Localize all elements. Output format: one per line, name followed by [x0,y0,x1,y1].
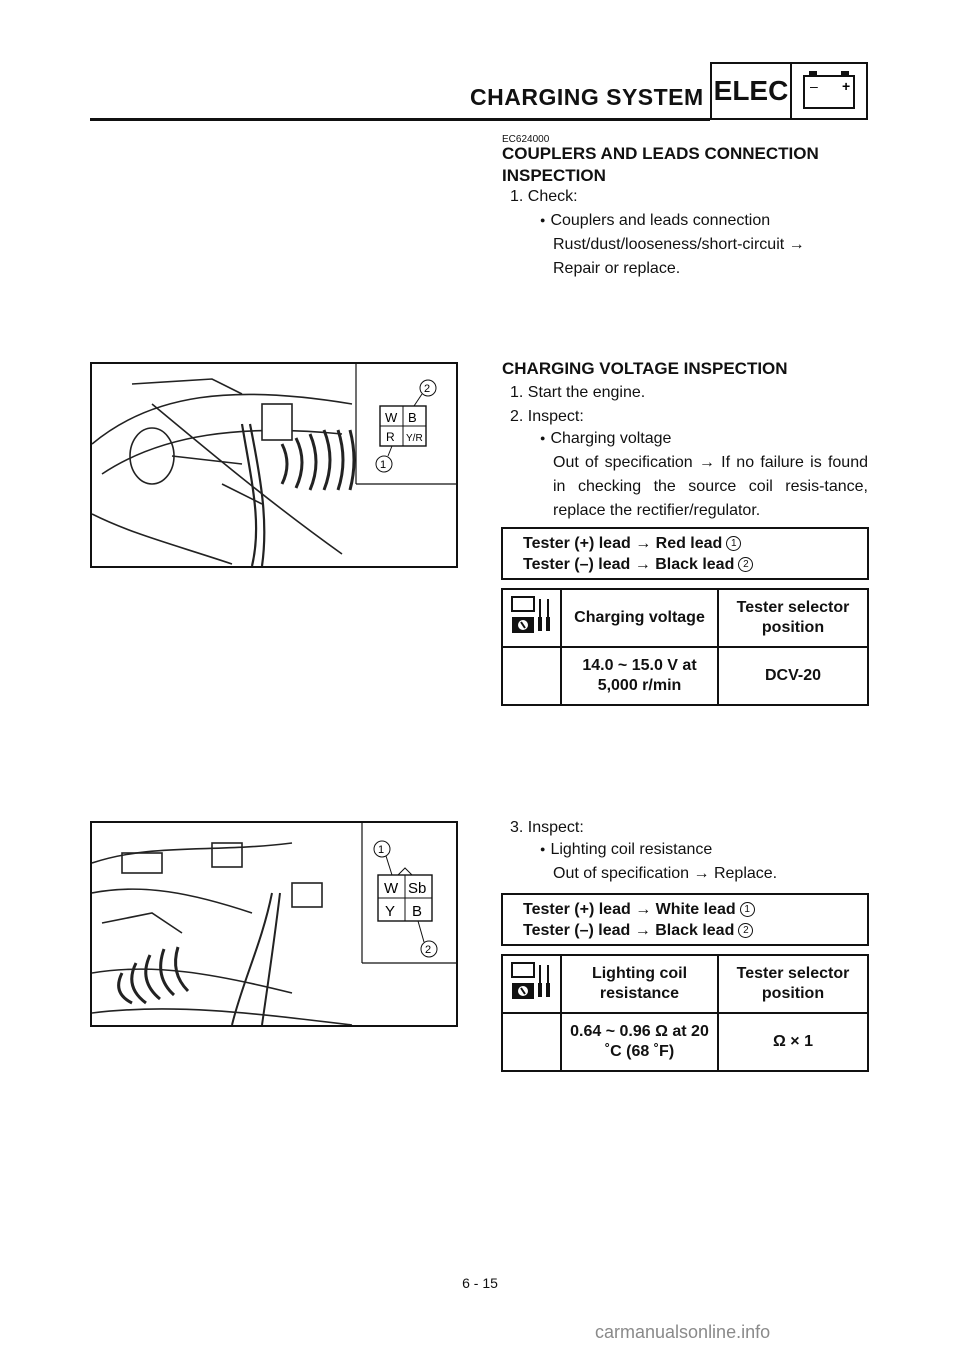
cell-voltage-value: 14.0 ~ 15.0 V at 5,000 r/min [560,646,719,706]
bullet-item: Charging voltage [540,427,671,452]
figure-charging-voltage: W B R Y/R 2 1 [90,362,458,568]
pin-w: W [385,410,398,425]
tester-plus-lead: Tester (+) lead → White lead [523,901,736,918]
pin-r: R [386,430,395,444]
callout-1: 1 [380,459,386,471]
tester-plus-lead: Tester (+) lead → Red lead [523,535,723,552]
step-inspect: 2. Inspect: [510,408,584,425]
pin-sb: Sb [408,880,426,897]
section-heading: CHARGING VOLTAGE INSPECTION [502,359,788,378]
check-result: Rust/dust/looseness/short-circuit → [553,236,805,253]
callout-2: 2 [424,383,430,395]
tester-icon-cell [501,588,562,648]
check-action: Repair or replace. [553,260,681,277]
cell-selector-value: Ω × 1 [717,1012,869,1072]
multimeter-icon [510,962,550,999]
spec-table: Charging voltage Tester selector positio… [501,588,869,706]
callout-1: 1 [726,536,742,552]
battery-plus: + [842,78,850,94]
cell-resistance-value: 0.64 ~ 0.96 Ω at 20 ˚C (68 ˚F) [560,1012,719,1072]
pin-b: B [408,410,417,425]
inspection-description: Out of specification → If no failure is … [553,454,868,519]
pin-yr: Y/R [406,433,423,444]
empty-cell [501,646,562,706]
step-inspect: 3. Inspect: [510,819,584,836]
bullet-item: Couplers and leads connection [540,209,770,234]
spec-table: Lighting coil resistance Tester selector… [501,954,869,1072]
col-header-selector: Tester selector position [717,954,869,1014]
callout-2: 2 [425,944,431,956]
cell-selector-value: DCV-20 [717,646,869,706]
step-start-engine: 1. Start the engine. [510,384,646,401]
col-header-selector: Tester selector position [717,588,869,648]
pin-w: W [384,880,399,897]
callout-1: 1 [378,844,384,856]
callout-2: 2 [738,557,754,573]
multimeter-icon [510,596,550,633]
col-header-resistance: Lighting coil resistance [560,954,719,1014]
tester-minus-lead: Tester (–) lead → Black lead [523,556,735,573]
section-heading: COUPLERS AND LEADS CONNECTION [502,144,819,163]
callout-1: 1 [739,902,755,918]
watermark: carmanualsonline.info [595,1322,771,1342]
page-title: CHARGING SYSTEM [470,84,704,110]
col-header-voltage: Charging voltage [560,588,719,648]
section-heading-cont: INSPECTION [502,166,606,185]
section-tag: ELEC [710,62,792,120]
pin-b: B [412,903,422,920]
figure-lighting-coil: W Sb Y B 1 2 [90,821,458,1027]
inspection-description: Out of specification → Replace. [553,865,778,882]
callout-2: 2 [738,923,754,939]
header-rule [90,118,710,121]
bullet-item: Lighting coil resistance [540,838,712,863]
step-check: 1. Check: [510,188,578,205]
section-code: EC624000 [502,134,550,145]
pin-y: Y [385,903,395,920]
tester-minus-lead: Tester (–) lead → Black lead [523,922,735,939]
tester-icon-cell [501,954,562,1014]
battery-icon: – + [790,62,868,120]
empty-cell [501,1012,562,1072]
page-number: 6 - 15 [462,1275,498,1291]
battery-minus: – [810,78,818,94]
